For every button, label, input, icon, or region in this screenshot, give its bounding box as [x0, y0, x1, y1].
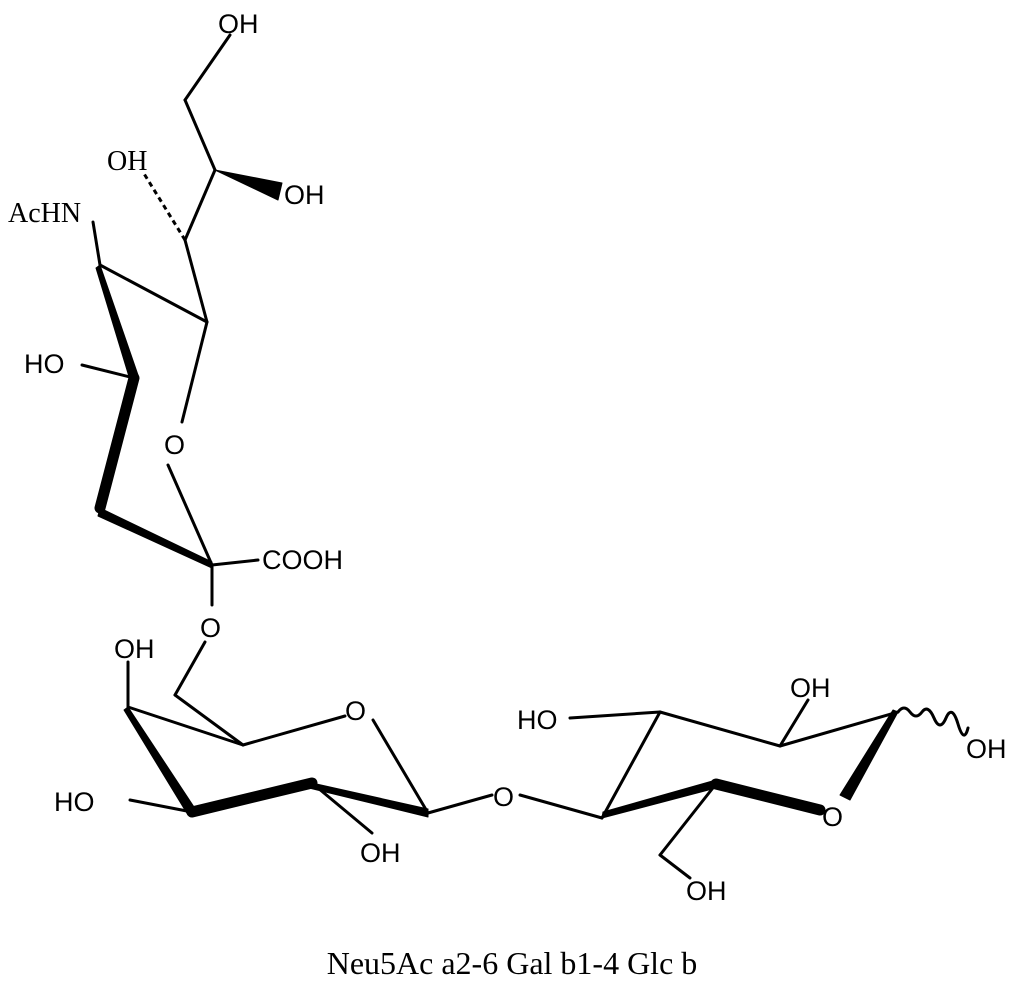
gal-ring-o-label: O	[345, 696, 366, 726]
neu5ac-ring-o-label: O	[164, 430, 185, 460]
neu5ac-c8-oh-label: OH	[284, 180, 325, 210]
wedge-c3-c2	[97, 507, 213, 569]
bond-c6-oh	[658, 853, 692, 880]
bond-glyco-o-c6	[173, 640, 207, 697]
wedge-c4-c3	[123, 706, 197, 816]
hash-c7-oh	[141, 171, 187, 241]
gal-residue: OH O HO OH O	[54, 634, 514, 868]
bond-c7-c8	[183, 168, 217, 242]
neu5ac-residue: OH OH OH AcHN HO O COOH O	[8, 9, 343, 643]
glc-ring-o-label: O	[822, 802, 843, 832]
bond-ring-o-c2	[166, 463, 214, 567]
bond-c5-ring-o	[241, 714, 347, 747]
gal-c3-ho-label: HO	[54, 787, 95, 817]
glc-c1-oh-label: OH	[966, 734, 1007, 764]
gal-c2-oh-label: OH	[360, 838, 401, 868]
structure-caption: Neu5Ac a2-6 Gal b1-4 Glc b	[327, 945, 698, 981]
bond-c2-oh	[310, 781, 374, 835]
bond-c6-ring-o	[180, 320, 209, 424]
bond-c3-c2	[658, 710, 782, 748]
gal-c4-oh-label: OH	[114, 634, 155, 664]
neu5ac-glycosidic-o-label: O	[200, 613, 221, 643]
bond-ring-o-c1	[371, 718, 430, 815]
bond-c4-c5	[126, 705, 245, 747]
bond-c6-c5	[173, 693, 245, 747]
neu5ac-c4-ho-label: HO	[24, 349, 65, 379]
neu5ac-achn-label: AcHN	[8, 198, 81, 229]
bond-c2-oh	[778, 698, 810, 748]
wedge-c8-oh	[214, 169, 283, 201]
bond-c2-c1	[778, 710, 900, 748]
bond-c5-c6	[658, 782, 718, 857]
glc-c6-oh-label: OH	[686, 876, 727, 906]
bond-c4-oh	[80, 363, 136, 380]
neu5ac-c9-oh-label: OH	[218, 9, 259, 39]
bond-c3-ho	[128, 798, 194, 814]
bond-c8-c9	[183, 98, 217, 172]
wedge-c2-c1	[308, 782, 429, 818]
glc-residue: HO OH OH O OH	[517, 673, 1007, 906]
bond-c9-oh	[183, 33, 232, 102]
neu5ac-c7-oh-label: OH	[107, 146, 147, 177]
wavy-bond-c1-oh	[896, 706, 970, 737]
bond-c6-c7	[183, 238, 209, 324]
bond-c4-c3	[600, 710, 662, 820]
bond-c1-glyco-o	[426, 793, 494, 815]
bond-c5-n	[91, 220, 102, 267]
gal-glycosidic-o-label: O	[493, 782, 514, 812]
glc-c2-oh-label: OH	[790, 673, 831, 703]
bold-bond-c5-ring-o	[710, 778, 826, 816]
bond-c2-cooh	[210, 558, 260, 567]
glc-c3-ho-label: HO	[517, 705, 558, 735]
neu5ac-cooh-label: COOH	[262, 545, 343, 575]
bold-bond-c3-c2	[186, 777, 318, 818]
bond-c3-ho	[568, 710, 662, 720]
bold-bond-c4-c3	[94, 372, 140, 514]
bond-c5-c6	[98, 263, 209, 324]
bond-glyco-o-c4	[518, 793, 604, 820]
wedge-c1-ring-o	[839, 709, 899, 801]
